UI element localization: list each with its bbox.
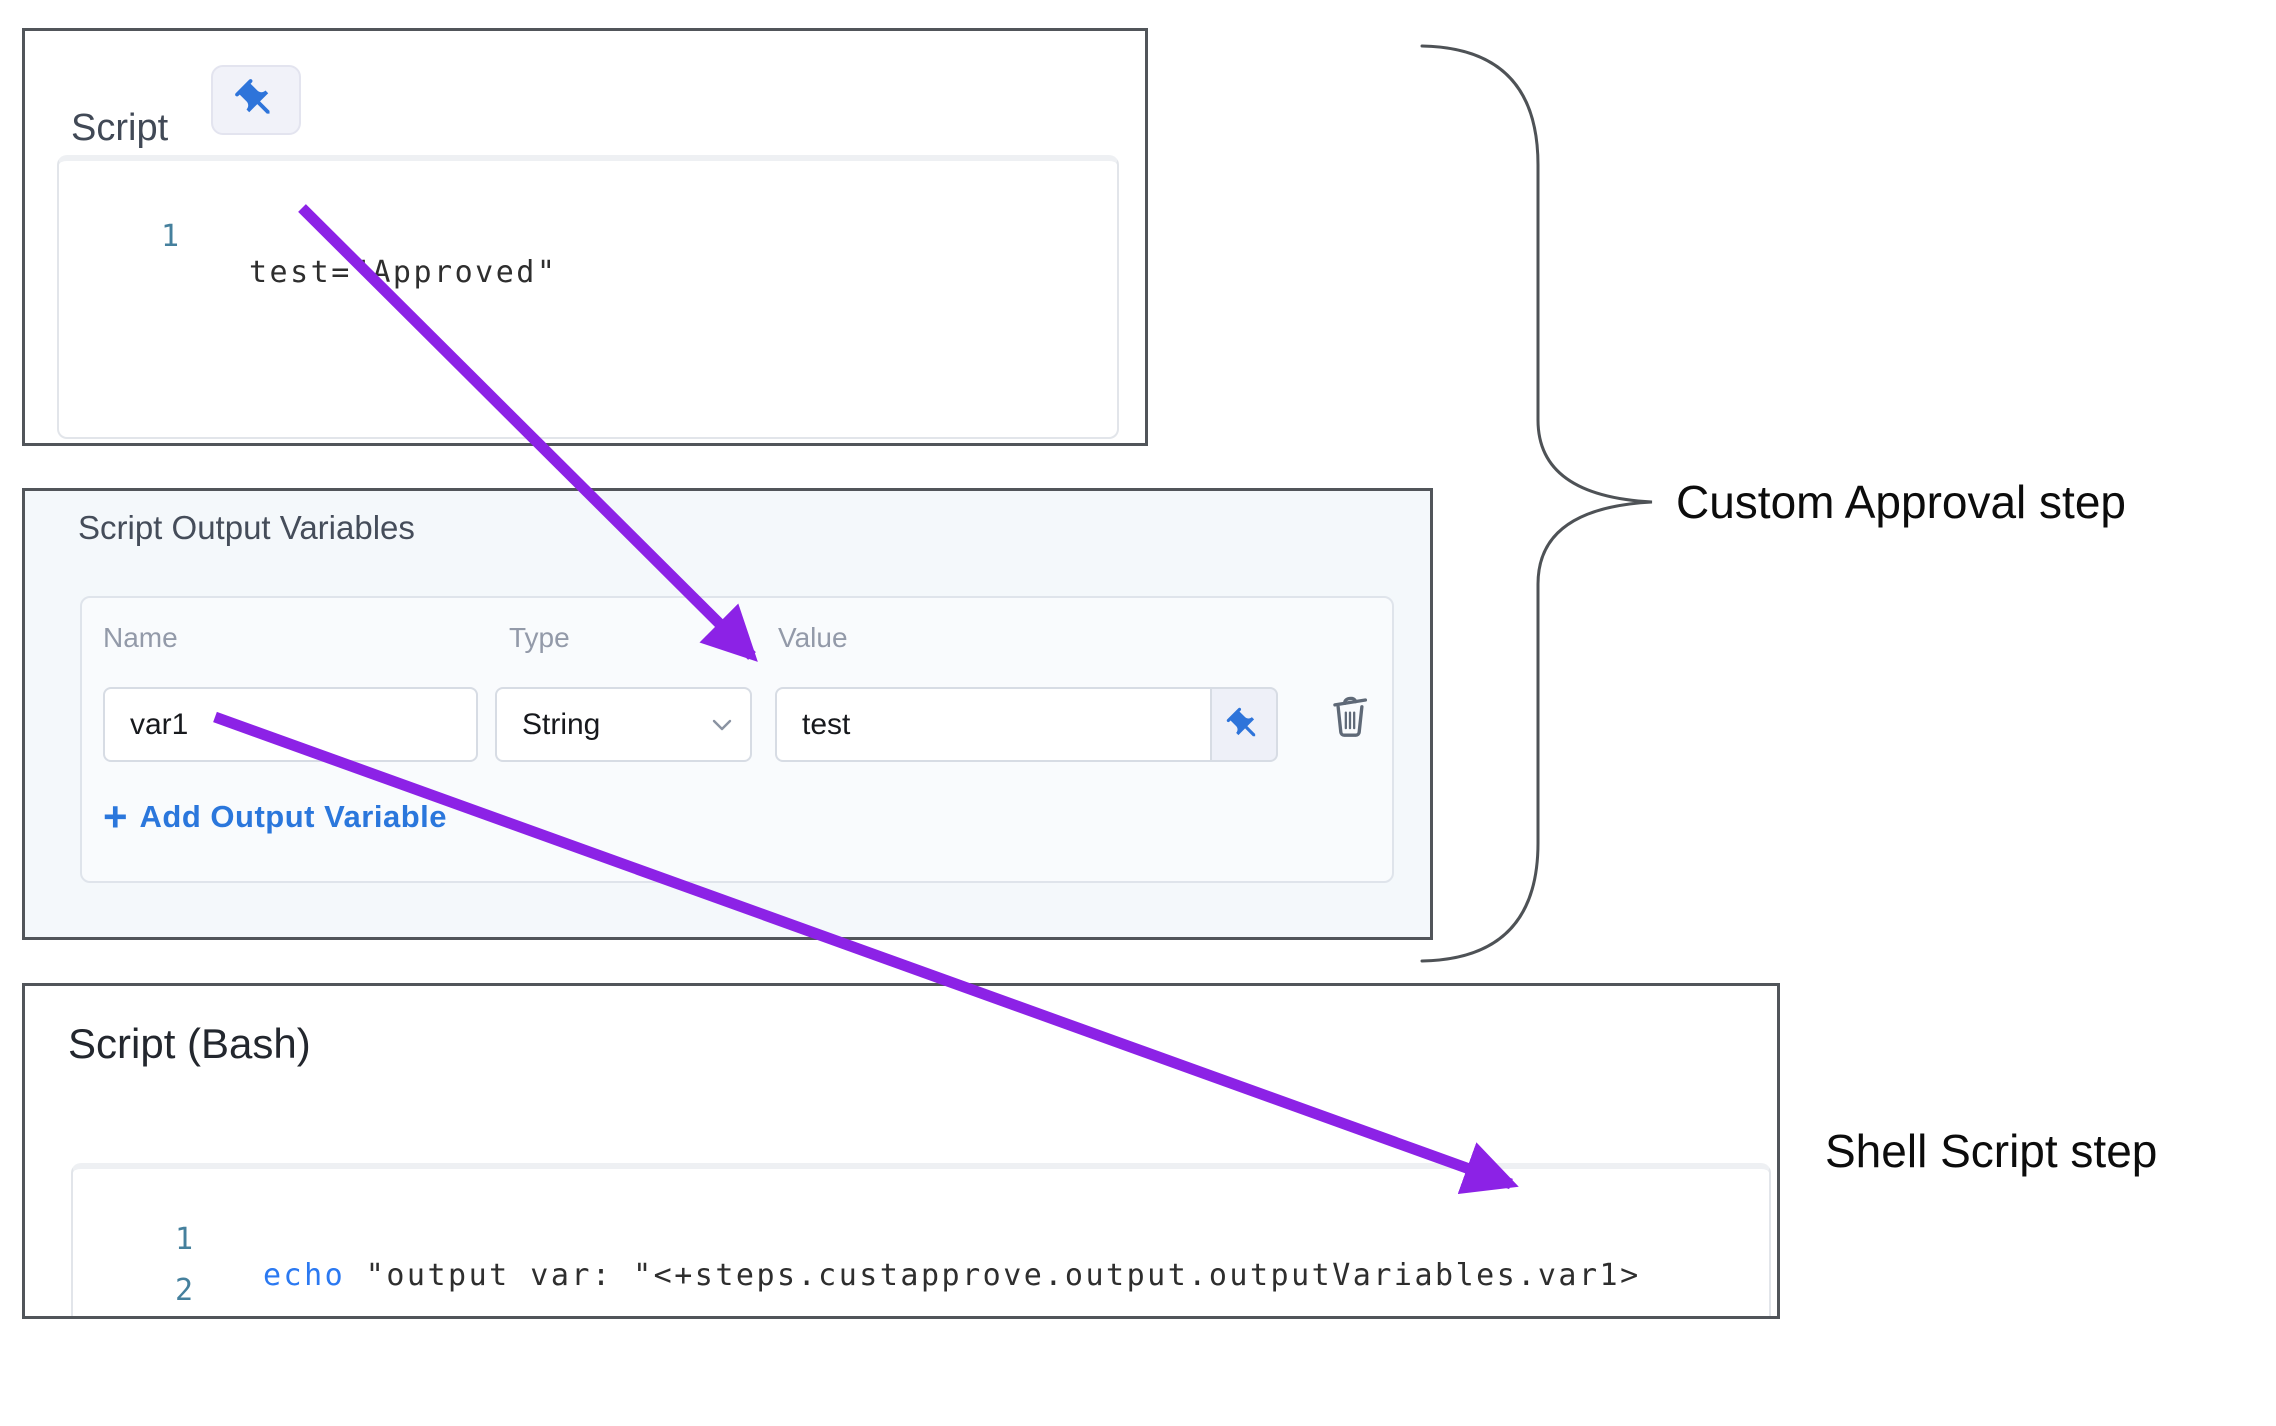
script-panel-title: Script [71,107,169,149]
output-variables-title: Script Output Variables [78,509,415,546]
output-variables-card: Name Type Value var1 String test [80,596,1394,883]
delete-variable-button[interactable] [1325,690,1375,742]
variable-value-input[interactable]: test [775,687,1212,762]
trash-icon [1325,690,1375,742]
script-panel: Script 1 test="Approved" [22,28,1148,446]
code-line-text: test="Approved" [249,255,558,290]
bash-keyword: echo [263,1258,346,1293]
value-pin-button[interactable] [1212,687,1278,762]
shell-script-panel: Script (Bash) 1 echo "output var: "<+ste… [22,983,1780,1319]
pushpin-icon [1225,706,1263,744]
bash-code-rest: "output var: "<+steps.custapprove.output… [345,1258,1641,1293]
line-number: 2 [174,1273,193,1308]
pin-button[interactable] [211,65,301,135]
shell-script-step-label: Shell Script step [1825,1125,2158,1177]
add-output-variable-label: Add Output Variable [139,799,447,834]
bash-code-editor[interactable]: 1 echo "output var: "<+steps.custapprove… [71,1163,1771,1316]
column-label-value: Value [778,622,848,653]
chevron-down-icon [712,719,732,731]
code-line-text: echo "output var: "<+steps.custapprove.o… [263,1258,1641,1294]
script-code-editor[interactable]: 1 test="Approved" [57,155,1119,439]
line-number: 1 [174,1222,193,1257]
variable-value-group: test [775,687,1278,762]
variable-name-input[interactable]: var1 [103,687,478,762]
column-label-type: Type [509,622,570,653]
line-number: 1 [160,219,179,254]
column-label-name: Name [103,622,178,653]
output-variables-panel: Script Output Variables Name Type Value … [22,488,1433,940]
plus-icon: + [103,793,128,840]
custom-approval-step-label: Custom Approval step [1676,476,2127,528]
type-select-value: String [522,707,601,741]
pushpin-icon [233,77,279,123]
variable-type-select[interactable]: String [495,687,752,762]
shell-script-panel-title: Script (Bash) [68,1020,311,1067]
add-output-variable-button[interactable]: + Add Output Variable [103,796,447,838]
